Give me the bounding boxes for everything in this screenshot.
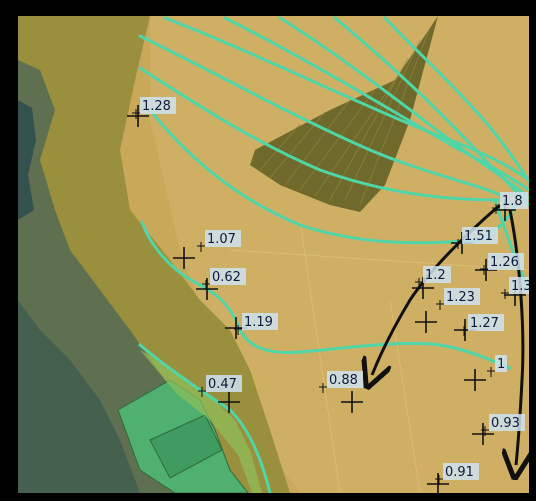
label-leader — [415, 278, 423, 288]
label-leader — [234, 325, 242, 335]
point-value-label: 0.93 — [491, 416, 520, 431]
point-label-bg — [468, 314, 504, 331]
crosshair-icon — [415, 311, 437, 333]
sample-point[interactable]: 1.51 — [451, 227, 498, 254]
label-leader — [501, 289, 509, 299]
point-value-label: 1.28 — [142, 99, 171, 114]
crosshair-icon — [472, 423, 494, 445]
point-value-label: 0.88 — [329, 373, 358, 388]
point-value-label: 1.07 — [207, 232, 236, 247]
point-label-bg — [444, 288, 480, 305]
crosshair-icon — [127, 105, 149, 127]
sample-point[interactable]: 0.88 — [319, 371, 363, 413]
label-leader — [481, 426, 489, 436]
crosshair-icon — [218, 391, 240, 413]
contour-line — [383, 16, 529, 184]
sample-point[interactable]: 1.3 — [501, 277, 536, 306]
point-label-bg — [495, 355, 507, 372]
sample-point[interactable]: 0.47 — [198, 375, 242, 413]
sample-point[interactable]: 1.23 — [415, 288, 480, 333]
point-label-bg — [443, 463, 479, 480]
point-label-bg — [488, 253, 524, 270]
wetland-parcels — [117, 350, 262, 493]
point-label-bg — [242, 313, 278, 330]
water-area — [18, 300, 140, 493]
field-boundaries — [229, 219, 529, 493]
contour-line — [140, 220, 512, 370]
sample-point[interactable]: 0.93 — [472, 414, 525, 445]
point-label-bg — [140, 97, 176, 114]
sample-point[interactable]: 1.19 — [225, 313, 278, 339]
point-value-label: 1.3 — [511, 279, 532, 294]
label-leader — [198, 387, 206, 397]
crosshair-icon — [464, 369, 486, 391]
label-leader — [435, 475, 443, 485]
label-leader — [132, 109, 140, 119]
crosshair-icon — [196, 278, 218, 300]
point-value-label: 0.47 — [208, 377, 237, 392]
point-label-bg — [489, 414, 525, 431]
sample-point[interactable]: 1.26 — [475, 253, 524, 281]
point-value-label: 1.19 — [244, 315, 273, 330]
water-area — [18, 100, 36, 220]
point-label-bg — [500, 192, 528, 209]
sample-point[interactable]: 1.28 — [127, 97, 176, 127]
sample-point[interactable]: 1.27 — [454, 314, 504, 341]
point-value-label: 1.8 — [502, 194, 523, 209]
point-label-bg — [462, 227, 498, 244]
point-label-bg — [210, 268, 246, 285]
point-label-bg — [327, 371, 363, 388]
label-leader — [460, 326, 468, 336]
contour-line — [278, 16, 529, 200]
label-leader — [202, 280, 210, 290]
point-value-label: 0.62 — [212, 270, 241, 285]
point-value-label: 1.2 — [425, 268, 446, 283]
wetland-parcel — [149, 414, 223, 479]
contour-line — [163, 16, 529, 182]
sample-point[interactable]: 1.07 — [173, 230, 241, 269]
point-value-label: 1.23 — [446, 290, 475, 305]
point-value-label: 1 — [497, 357, 505, 372]
crosshair-icon — [341, 391, 363, 413]
flow-arrow — [510, 209, 523, 465]
contour-line — [138, 34, 502, 197]
label-leader — [454, 239, 462, 249]
crosshair-icon — [427, 473, 449, 493]
sample-point[interactable]: 0.62 — [196, 268, 246, 300]
point-value-label: 1.27 — [470, 316, 499, 331]
point-label-bg — [205, 230, 241, 247]
crop-patch — [250, 16, 438, 212]
contour-line — [333, 16, 529, 207]
contour-line — [138, 66, 500, 202]
crosshair-icon — [173, 247, 195, 269]
sample-point[interactable]: 1 — [464, 355, 507, 391]
label-leader — [436, 300, 444, 310]
point-value-label: 1.26 — [490, 255, 519, 270]
contour-line — [223, 16, 529, 192]
label-leader — [319, 383, 327, 393]
point-value-label: 1.51 — [464, 229, 493, 244]
sample-point[interactable]: 1.8 — [492, 192, 528, 221]
point-label-bg — [509, 277, 529, 294]
sample-points: 1.28 1.07 0.62 1.19 0.47 0.88 1.51 1.8 1.26 1.3 1.… — [127, 97, 536, 495]
sample-point[interactable]: 0.91 — [427, 463, 479, 495]
label-leader — [197, 242, 205, 252]
label-leader — [492, 204, 500, 214]
contour-line — [138, 343, 272, 493]
sample-point[interactable]: 1.2 — [412, 266, 451, 299]
point-value-label: 0.91 — [445, 465, 474, 480]
label-leader — [480, 265, 488, 275]
label-leader — [487, 367, 495, 377]
point-label-bg — [423, 266, 451, 283]
wetland-parcel — [140, 350, 262, 493]
point-label-bg — [206, 375, 242, 392]
